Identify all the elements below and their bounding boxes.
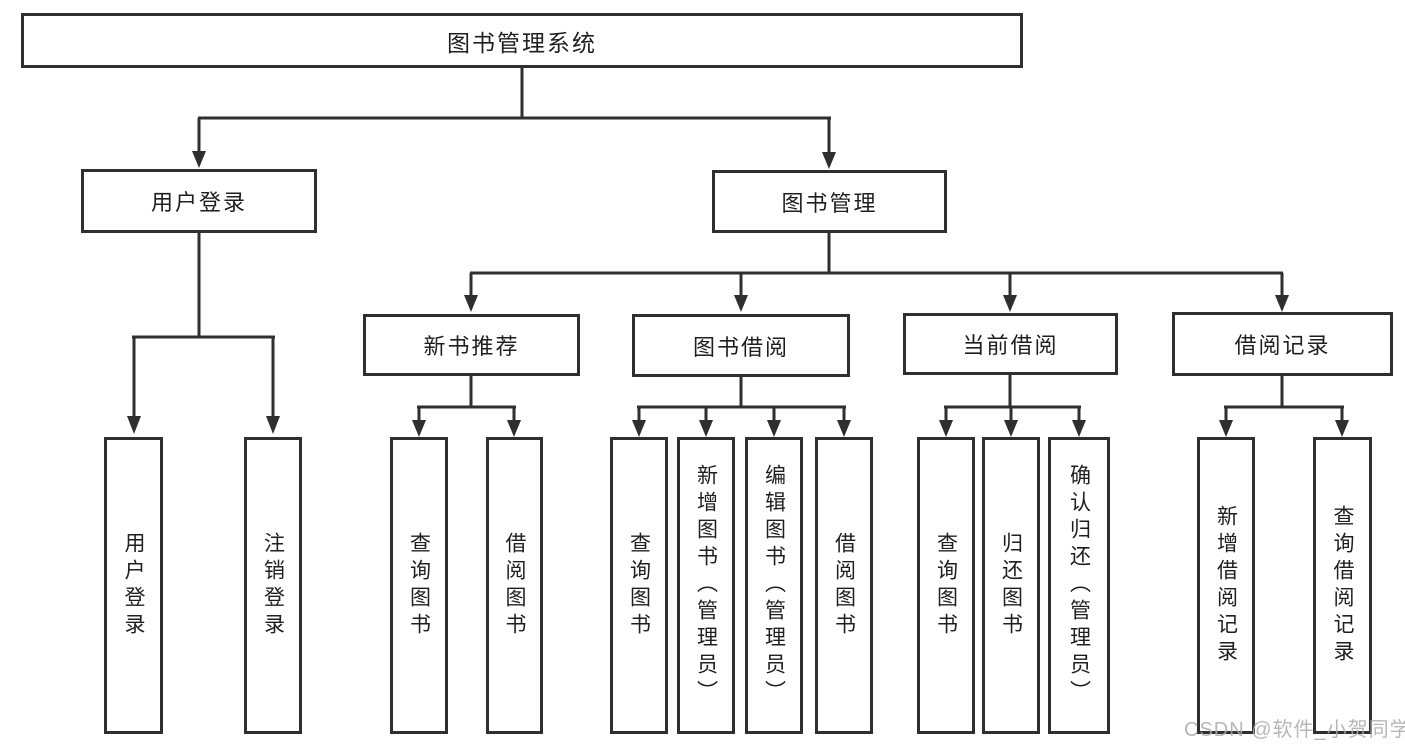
leaf-add-books-admin: 新增图书（管理员） bbox=[677, 437, 735, 734]
leaf-return-books: 归还图书 bbox=[982, 437, 1040, 734]
node-new-book-recommend: 新书推荐 bbox=[363, 314, 580, 376]
node-current-borrow: 当前借阅 bbox=[903, 313, 1118, 375]
leaf-query-books-current: 查询图书 bbox=[917, 437, 975, 734]
leaf-confirm-return-admin: 确认归还（管理员） bbox=[1048, 437, 1110, 734]
node-borrow-records: 借阅记录 bbox=[1172, 312, 1393, 376]
leaf-add-borrow-record: 新增借阅记录 bbox=[1197, 437, 1255, 734]
leaf-query-books-recommend: 查询图书 bbox=[390, 437, 448, 734]
leaf-query-books-borrow: 查询图书 bbox=[610, 437, 668, 734]
csdn-watermark: CSDN @软件_小贺同学 bbox=[1184, 719, 1405, 741]
node-root: 图书管理系统 bbox=[21, 13, 1023, 68]
leaf-edit-books-admin: 编辑图书（管理员） bbox=[745, 437, 803, 734]
node-book-borrow: 图书借阅 bbox=[632, 314, 850, 377]
node-book-management: 图书管理 bbox=[712, 170, 947, 233]
leaf-query-borrow-record: 查询借阅记录 bbox=[1313, 437, 1372, 734]
leaf-logout: 注销登录 bbox=[244, 437, 302, 734]
leaf-borrow-books-recommend: 借阅图书 bbox=[486, 437, 543, 734]
leaf-borrow-books: 借阅图书 bbox=[815, 437, 873, 734]
node-user-login: 用户登录 bbox=[81, 169, 317, 233]
leaf-user-login: 用户登录 bbox=[104, 437, 163, 734]
